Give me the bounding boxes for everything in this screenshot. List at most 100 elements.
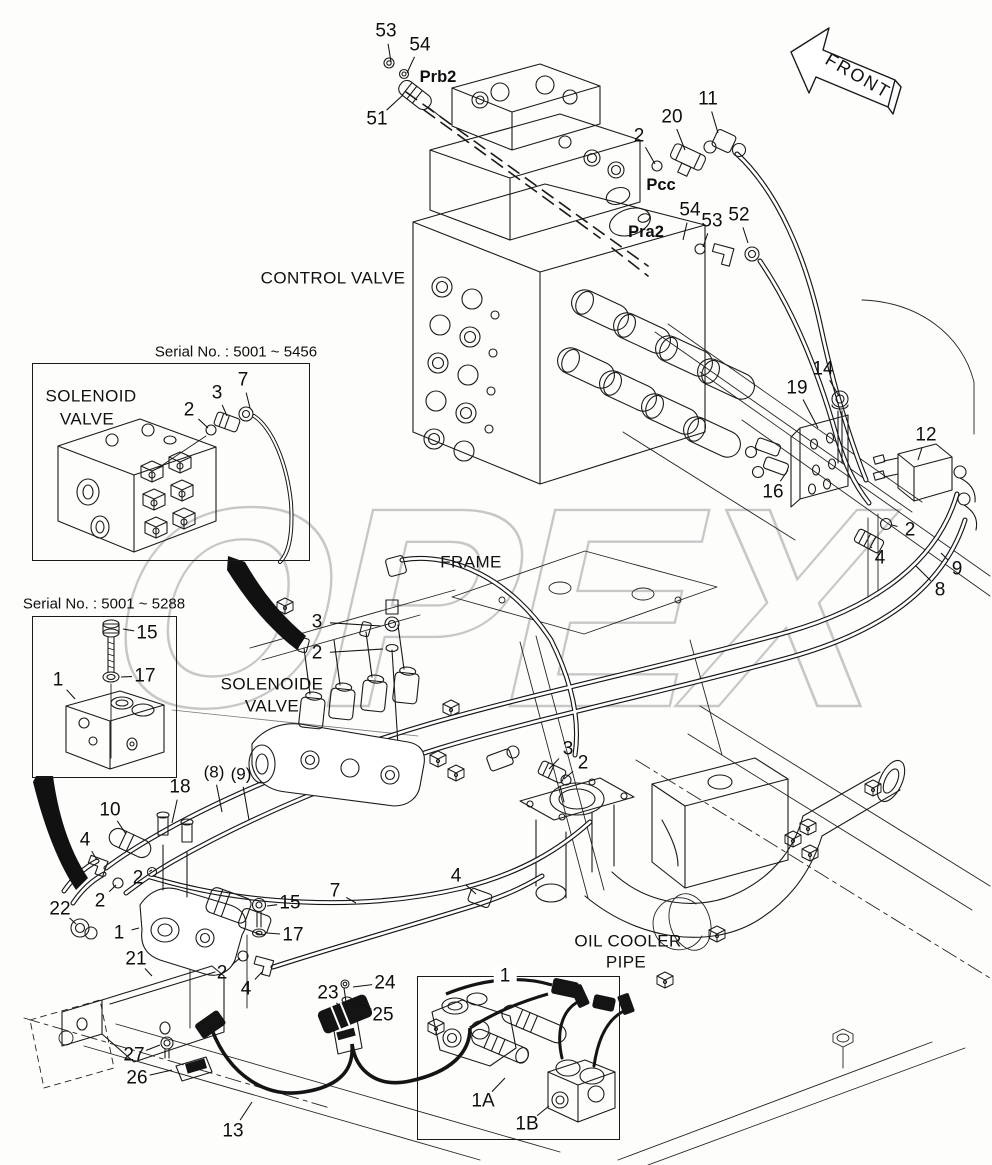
leader-line <box>917 447 923 461</box>
callout-15: 15 <box>279 892 301 914</box>
mounting-bracket-19 <box>744 390 849 508</box>
leader-line <box>702 233 709 248</box>
callout-2: 2 <box>216 962 228 984</box>
detail-box-2-art <box>65 619 165 770</box>
callout-53: 53 <box>701 210 723 232</box>
bracket-21 <box>61 965 363 1082</box>
callout-52: 52 <box>728 204 750 226</box>
callout-22: 22 <box>49 898 71 920</box>
leader-line <box>711 111 719 134</box>
callout-9: (9) <box>230 764 252 784</box>
leader-line <box>915 565 932 582</box>
section-label-solenoide: SOLENOIDE <box>220 674 324 694</box>
detail-box-3 <box>417 976 620 1140</box>
left-valve-assembly <box>70 811 275 1029</box>
callout-2: 2 <box>132 867 144 889</box>
leader-line <box>171 799 178 824</box>
leader-line <box>491 1077 506 1092</box>
callout-7: 7 <box>237 369 249 391</box>
leader-line <box>144 968 153 977</box>
callout-1: 1 <box>113 922 125 944</box>
leader-line <box>548 758 560 770</box>
callout-2: 2 <box>94 890 106 912</box>
leader-line <box>891 524 898 528</box>
section-label-valve: VALVE <box>59 409 115 429</box>
callout-16: 16 <box>762 481 784 503</box>
leader-line <box>386 94 404 111</box>
callout-14: 14 <box>812 358 834 380</box>
callout-9: 9 <box>951 558 963 580</box>
callout-8: 8 <box>934 579 946 601</box>
leader-line <box>352 984 373 988</box>
leader-line <box>149 1069 173 1076</box>
leader-line <box>131 927 140 931</box>
callout-1: 1 <box>52 669 64 691</box>
leader-line <box>69 917 77 925</box>
section-label-valve: VALVE <box>244 696 300 716</box>
leader-line <box>406 56 416 74</box>
callout-2: 2 <box>904 519 916 541</box>
callout-54: 54 <box>679 199 701 221</box>
front-arrow: FRONT <box>790 27 902 115</box>
section-label-oil-cooler: OIL COOLER <box>574 931 682 951</box>
callout-2: 2 <box>311 642 323 664</box>
leader-line <box>254 971 263 980</box>
leader-line <box>231 957 241 966</box>
leader-line <box>676 128 686 151</box>
callout-27: 27 <box>123 1044 145 1066</box>
leader-line <box>940 552 949 561</box>
callout-17: 17 <box>282 924 304 946</box>
leader-line <box>266 932 281 935</box>
pointer-crescent-1 <box>227 556 306 650</box>
leader-line <box>387 43 392 63</box>
leader-lines <box>66 43 949 1121</box>
callout-25: 25 <box>372 1004 394 1026</box>
callout-4: 4 <box>240 978 252 1000</box>
leader-line <box>149 869 153 873</box>
callout-23: 23 <box>317 982 339 1004</box>
leader-line <box>802 399 819 429</box>
callout-4: 4 <box>450 865 462 887</box>
callout-12: 12 <box>915 424 937 446</box>
callout-pcc: Pcc <box>646 175 676 194</box>
serial-caption-2: Serial No. : 5001 ~ 5288 <box>22 595 186 613</box>
callout-2: 2 <box>183 399 195 421</box>
leader-line <box>644 147 656 165</box>
leader-line <box>563 770 574 780</box>
leader-line <box>346 896 357 904</box>
callout-2: 2 <box>633 125 645 147</box>
callout-11: 11 <box>698 88 718 110</box>
leader-line <box>682 222 688 241</box>
callout-2: 2 <box>577 752 589 774</box>
orifice-block-12 <box>853 443 978 554</box>
leader-line <box>216 784 223 813</box>
callout-17: 17 <box>134 665 156 687</box>
leader-line <box>329 648 384 653</box>
callout-24: 24 <box>374 972 396 994</box>
detail-box-3-art <box>427 984 635 1123</box>
leader-line <box>239 1101 253 1121</box>
callout-prb2: Prb2 <box>419 67 457 86</box>
detail-box-1-art <box>57 406 294 564</box>
leader-line <box>536 1105 550 1117</box>
callout-18: 18 <box>169 776 191 798</box>
callout-21: 21 <box>125 948 147 970</box>
solenoid-valve-main <box>248 555 572 909</box>
callout-8: (8) <box>203 762 225 782</box>
leader-line <box>465 884 477 895</box>
detail-box-2 <box>32 616 177 778</box>
callout-3: 3 <box>562 738 574 760</box>
leader-line <box>742 227 749 244</box>
callout-19: 19 <box>786 377 808 399</box>
leader-line <box>779 469 789 482</box>
callout-1b: 1B <box>515 1113 539 1135</box>
callout-pra2: Pra2 <box>628 222 664 241</box>
leader-line <box>108 884 117 893</box>
leader-line <box>122 628 135 632</box>
pointer-crescents <box>33 556 306 890</box>
leader-line <box>266 904 278 907</box>
callout-15: 15 <box>136 622 158 644</box>
section-label-pipe: PIPE <box>605 952 647 972</box>
